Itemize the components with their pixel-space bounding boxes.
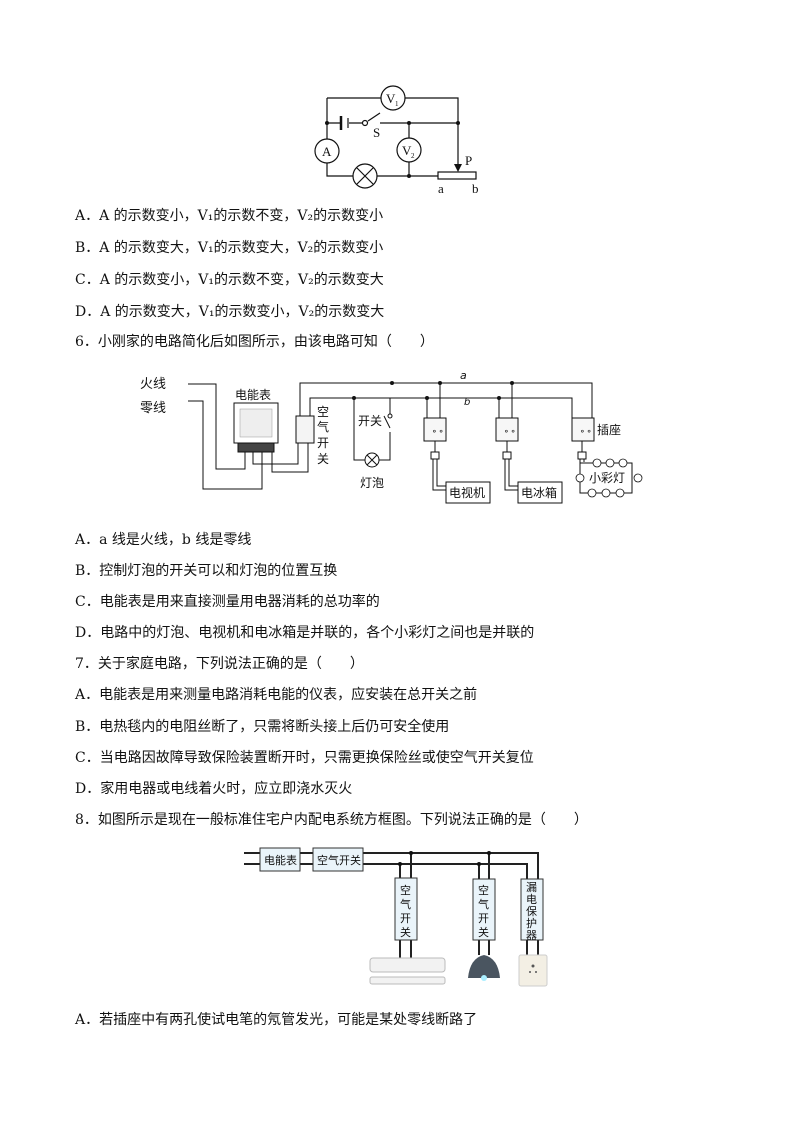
fridge-label: 电冰箱: [521, 485, 557, 500]
svg-text:⚬⚬: ⚬⚬: [431, 427, 444, 436]
air-switch-char: 开: [317, 436, 329, 450]
svg-text:⚬⚬: ⚬⚬: [579, 427, 592, 436]
ceiling-lamp-image: [468, 955, 500, 981]
q7-option-d: D．家用电器或电线着火时，应立即浇水灭火: [75, 781, 353, 797]
voltmeter-v2-label: V: [402, 143, 412, 158]
branch1-char: 空: [400, 883, 411, 897]
switch-label: S: [373, 125, 380, 140]
air-switch-char: 关: [317, 452, 329, 466]
branch2-char: 开: [478, 913, 489, 925]
q6-option-d: D．电路中的灯泡、电视机和电冰箱是并联的，各个小彩灯之间也是并联的: [75, 625, 535, 641]
meter-box-label: 电能表: [264, 853, 297, 867]
end-b-label: b: [472, 181, 479, 196]
string-lights-label: 小彩灯: [589, 471, 625, 485]
branch2-char: 关: [478, 925, 489, 939]
air-switch-char: 空: [317, 405, 329, 419]
q7-option-b: B．电热毯内的电阻丝断了，只需将断头接上后仍可安全使用: [75, 719, 450, 735]
tv-label: 电视机: [449, 485, 485, 500]
branch3-char: 漏: [526, 881, 537, 894]
branch1-char: 气: [400, 897, 411, 911]
air-conditioner-image: [369, 957, 446, 985]
slider-label: P: [465, 153, 472, 168]
branch3-char: 电: [526, 893, 537, 906]
q5-option-a: A．A 的示数变小，V₁的示数不变，V₂的示数变小: [75, 208, 384, 224]
meter-label: 电能表: [235, 388, 271, 402]
branch3-char: 保: [526, 904, 537, 918]
branch2-char: 空: [478, 883, 489, 897]
q6-option-b: B．控制灯泡的开关可以和灯泡的位置互换: [75, 563, 338, 579]
ammeter-label: A: [322, 144, 332, 159]
q5-option-c: C．A 的示数变小，V₁的示数不变，V₂的示数变大: [75, 272, 384, 288]
wire-b-label: b: [464, 397, 470, 408]
voltmeter-v1-label: V: [386, 91, 396, 106]
socket-label: 插座: [597, 422, 621, 437]
q6-option-a: A．a 线是火线，b 线是零线: [75, 532, 252, 548]
q7-option-a: A．电能表是用来测量电路消耗电能的仪表，应安装在总开关之前: [75, 687, 478, 703]
q8-stem: 8．如图所示是现在一般标准住宅户内配电系统方框图。下列说法正确的是（ ）: [75, 812, 588, 828]
q6-option-c: C．电能表是用来直接测量用电器消耗的总功率的: [75, 594, 380, 610]
q7-stem: 7．关于家庭电路，下列说法正确的是（ ）: [75, 656, 364, 672]
main-switch-box-label: 空气开关: [317, 853, 361, 867]
q6-stem: 6．小刚家的电路简化后如图所示，由该电路可知（ ）: [75, 334, 434, 350]
branch3-char: 器: [526, 929, 537, 942]
q5-option-b: B．A 的示数变大，V₁的示数变大，V₂的示数变小: [75, 240, 384, 256]
bulb-label: 灯泡: [360, 476, 384, 490]
q7-option-c: C．当电路因故障导致保险装置断开时，只需更换保险丝或使空气开关复位: [75, 750, 534, 766]
live-wire-label: 火线: [140, 377, 166, 392]
wire-a-label: a: [460, 369, 467, 382]
air-switch-char: 气: [317, 419, 329, 434]
end-a-label: a: [438, 181, 444, 196]
branch1-char: 开: [400, 913, 411, 925]
svg-text:⚬⚬: ⚬⚬: [503, 427, 516, 436]
q5-option-d: D．A 的示数变大，V₁的示数变小，V₂的示数变大: [75, 304, 385, 320]
branch1-char: 关: [400, 925, 411, 939]
switch-label: 开关: [358, 414, 382, 428]
branch2-char: 气: [478, 897, 489, 911]
wall-socket-image: [518, 954, 548, 987]
branch3-char: 护: [526, 916, 537, 930]
neutral-wire-label: 零线: [140, 401, 166, 416]
v2-subscript: 2: [411, 152, 415, 160]
q8-option-a: A．若插座中有两孔使试电笔的氖管发光，可能是某处零线断路了: [75, 1012, 478, 1028]
v1-subscript: 1: [395, 100, 399, 108]
